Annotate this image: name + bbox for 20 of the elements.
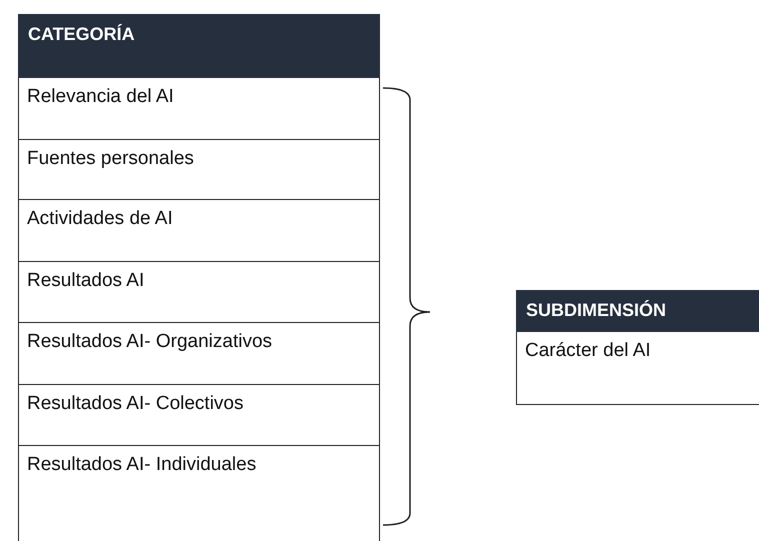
row-text: Fuentes personales — [27, 148, 194, 170]
table-row — [18, 200, 380, 262]
header-text: SUBDIMENSIÓN — [526, 300, 666, 321]
row-text: Actividades de AI — [27, 208, 173, 230]
row-text: Resultados AI- Colectivos — [27, 393, 244, 415]
table-row — [18, 323, 380, 385]
header-text: CATEGORÍA — [28, 24, 135, 45]
table-row — [18, 140, 380, 200]
table-row — [18, 262, 380, 323]
row-text: Resultados AI- Individuales — [27, 454, 256, 476]
table-row — [516, 332, 759, 405]
row-text: Relevancia del AI — [27, 86, 174, 108]
row-text: Carácter del AI — [525, 340, 651, 362]
table-row — [18, 385, 380, 446]
table-header — [516, 290, 759, 332]
row-text: Resultados AI- Organizativos — [27, 331, 272, 353]
row-text: Resultados AI — [27, 270, 144, 292]
table-row — [18, 446, 380, 541]
table-row — [18, 78, 380, 140]
table-header — [18, 14, 380, 78]
